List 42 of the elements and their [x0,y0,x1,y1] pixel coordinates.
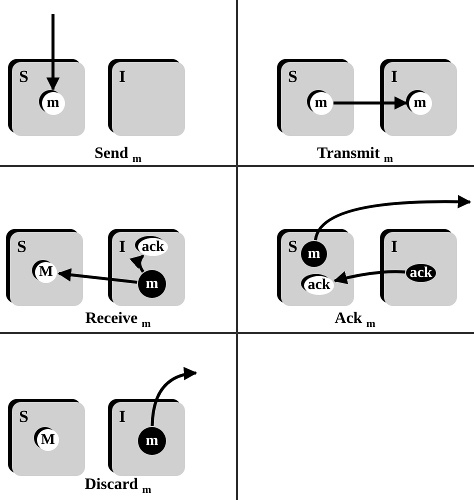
box-label: I [119,408,126,425]
arrow [150,367,198,426]
message-ellipse: ack [406,264,436,282]
process-box [10,232,83,306]
message-circle: M [35,262,57,282]
box-label: I [119,238,126,255]
panel-caption: Transmit $_{m}$ [317,145,393,166]
message-circle: m [42,92,64,114]
process-box [112,62,185,136]
message-circle: m [138,270,166,298]
panel-caption: Discard $_{m}$ [84,476,152,496]
arrow [130,254,144,273]
message-ellipse: ack [138,238,168,256]
panel-caption: Ack $_{m}$ [334,310,376,330]
process-box [281,62,354,136]
arrow [333,270,406,284]
message-circle: m [138,427,166,455]
box-label: S [288,68,298,85]
box-label: I [119,68,126,85]
panel-caption: Receive $_{m}$ [85,310,151,330]
process-box [12,402,85,476]
box-label: S [17,238,26,255]
box-label: I [391,238,398,255]
message-circle: m [310,92,332,114]
process-box [384,62,457,136]
process-box [281,232,354,306]
process-box [384,232,457,306]
arrow [58,268,138,284]
box-label: I [391,68,398,85]
panel-caption: Send $_{m}$ [94,145,142,166]
message-circle: M [37,429,59,451]
process-box [12,62,85,136]
arrow [46,14,60,91]
box-label: S [288,238,298,255]
process-box [112,402,185,476]
message-circle: m [301,241,327,267]
arrow [334,96,408,110]
message-ellipse: ack [304,276,334,294]
box-label: S [19,68,28,85]
process-box [112,232,185,306]
message-circle: m [408,92,432,114]
box-label: S [19,408,28,425]
